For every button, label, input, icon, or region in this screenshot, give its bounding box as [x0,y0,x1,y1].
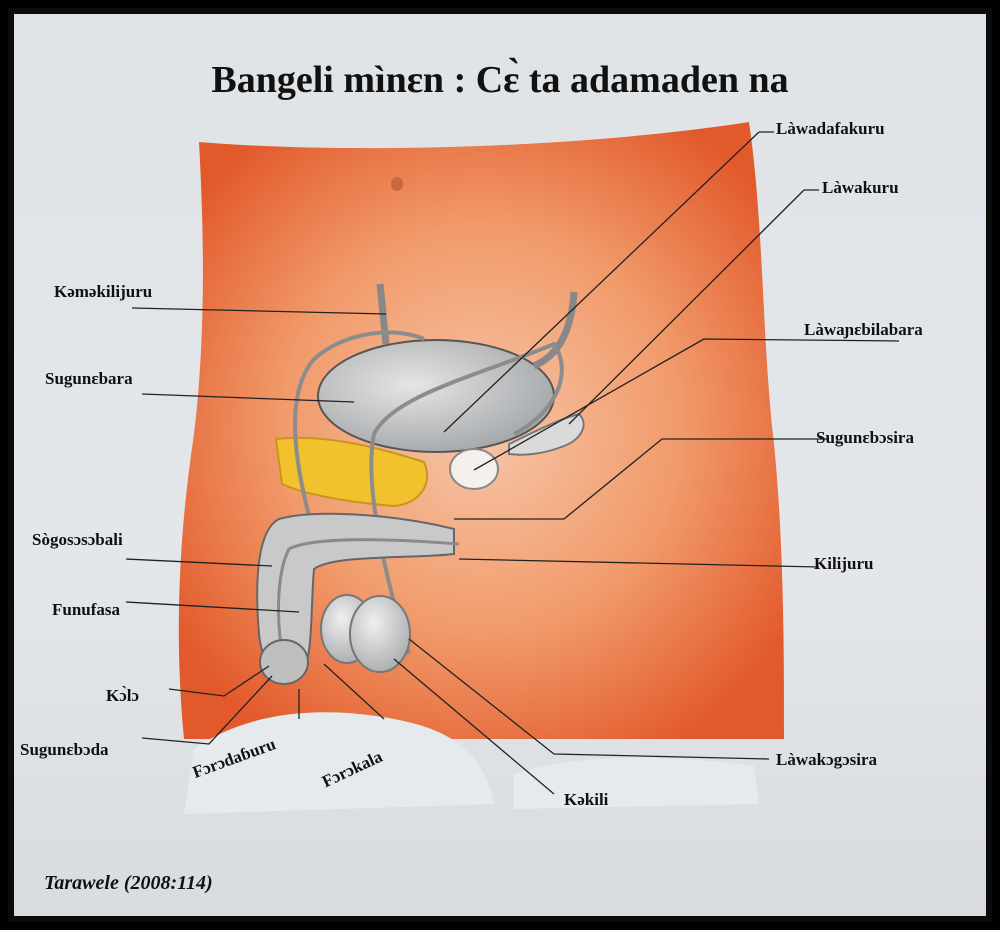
ureter-right [532,291,578,370]
leader-kolo [168,665,270,697]
label-funufasa: Funufasa [52,600,121,619]
glans-shape [259,639,309,685]
label-lawadafakuru: Làwadafakuru [776,119,885,138]
label-sugunebosira: Sugunɛbɔsira [816,428,914,447]
leader-lawakuru [568,189,819,425]
citation: Tarawele (2008:114) [44,872,213,894]
prostate-shape [449,448,499,490]
label-kemekilijuru: Kəməkilijuru [54,282,153,301]
yellow-gland [274,436,429,508]
leader-sugunebara [141,393,355,403]
leg-gap-right [514,757,759,809]
diagram-title: Bangeli mìnɛn : Cɛ̀ ta adamaden na [211,59,789,101]
label-lawakuru: Làwakuru [822,178,899,197]
leader-forokala [323,663,385,720]
anatomy-illustration [125,122,900,814]
leader-lawadafakuru [443,131,774,433]
leader-lines [125,131,900,795]
leader-kokili [393,658,555,795]
leg-gap-left [184,712,494,814]
label-sogososobali: Sògosɔsɔbali [32,530,123,549]
leader-funufasa [125,601,300,613]
vas-left [293,330,425,535]
label-sugunebada: Sugunɛbɔda [20,740,109,759]
leader-lawanebilabara [473,338,900,471]
label-kilijuru: Kilijuru [814,554,874,573]
seminal-vesicle [508,412,585,456]
navel [391,177,403,191]
leader-kemekilijuru [131,307,387,315]
diagram-page: Bangeli mìnɛn : Cɛ̀ ta adamaden na Làwad… [14,14,986,916]
leader-kilijuru [458,558,820,568]
leader-sugunebada [141,675,273,745]
leader-sugunebosira [454,438,829,520]
testis-right [349,595,411,673]
label-kokili: Kəkili [564,790,609,809]
label-sugunebara: Sugunɛbara [45,369,133,388]
label-lawanebilabara: Làwaɲɛbilabara [804,320,923,339]
leader-sogososobali [125,558,273,567]
urethra-line [277,538,460,665]
label-lawakogosira: Làwakɔgɔsira [776,750,878,769]
label-kolo: Kɔ̀lɔ [106,686,140,705]
leader-lawakogosira [408,638,770,760]
